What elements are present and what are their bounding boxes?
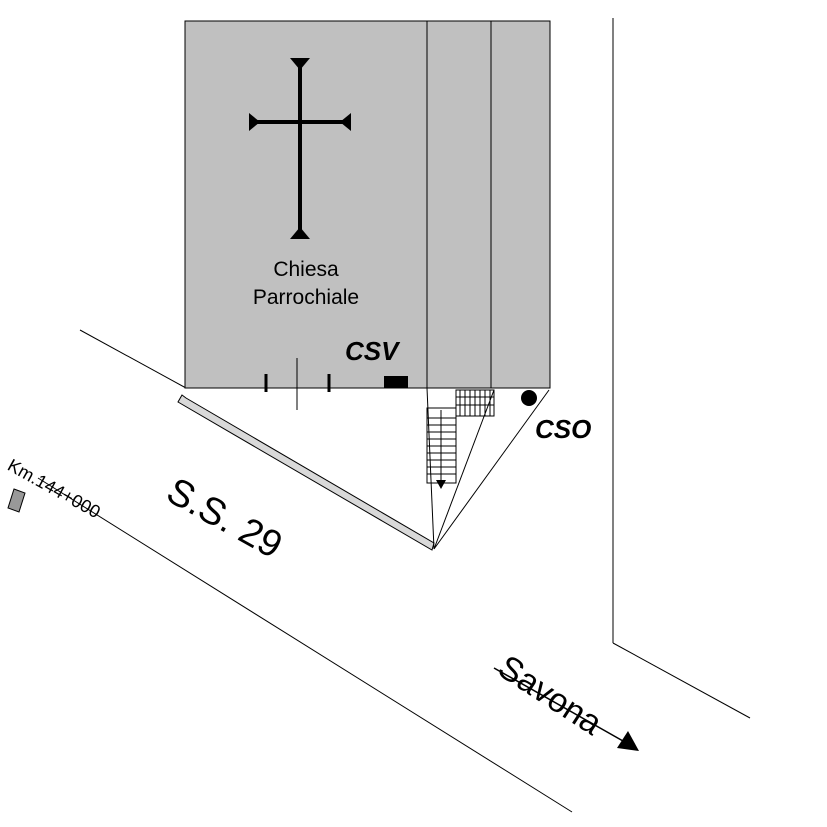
csv-label: CSV [345,336,399,366]
church-name-line1: Chiesa [273,258,339,281]
direction-line [493,667,624,742]
stairs-icon [426,389,495,484]
cso-dot-icon [521,390,537,406]
church-name-line2: Parrochiale [252,286,360,309]
cso-label: CSO [535,414,592,444]
arrow-head-icon [617,731,639,751]
milestone-icon [7,488,26,513]
church-label: Chiesa Parrochiale [241,256,371,312]
cross-icon [249,58,351,239]
side-street-edge-lower [612,642,751,719]
sidewalk-strip [177,394,435,551]
forecourt-line [433,389,550,550]
road-edge-south [37,477,573,813]
csv-block-icon [384,376,408,388]
arrow-head-icon [436,480,446,489]
church-building [184,20,551,389]
forecourt-line [426,387,435,550]
road-edge-north [79,329,187,389]
